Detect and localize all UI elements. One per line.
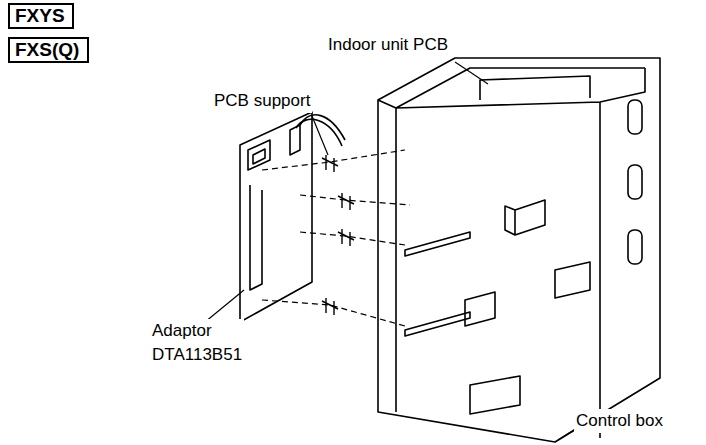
model-tag-box: FXYS bbox=[8, 3, 74, 29]
part-label: PCB support bbox=[212, 89, 312, 113]
panel-hole bbox=[470, 376, 520, 414]
adaptor-part bbox=[248, 140, 270, 170]
adaptor-wire bbox=[300, 115, 345, 140]
support-bracket bbox=[405, 232, 470, 256]
panel-hole bbox=[505, 200, 545, 235]
part-label: Indoor unit PCB bbox=[326, 33, 450, 57]
support-bracket bbox=[405, 312, 470, 336]
pcb-support bbox=[338, 229, 354, 246]
adaptor-board bbox=[240, 112, 312, 322]
panel-hole bbox=[465, 292, 495, 326]
pcb-support bbox=[322, 155, 338, 172]
wall-slot bbox=[628, 230, 642, 264]
pcb-support bbox=[322, 298, 338, 315]
guide-line bbox=[300, 195, 410, 205]
model-tag-box: FXS(Q) bbox=[8, 37, 89, 63]
leader-line bbox=[455, 62, 488, 84]
model-name: FXS(Q) bbox=[15, 40, 82, 60]
part-label: Control box bbox=[574, 409, 665, 433]
wall-slot bbox=[628, 100, 642, 134]
pcb-support bbox=[338, 193, 354, 210]
adaptor-connector bbox=[290, 125, 300, 155]
control-box-rim bbox=[378, 68, 645, 438]
part-label: Adaptor DTA113B51 bbox=[150, 319, 244, 367]
panel-hole bbox=[555, 262, 590, 298]
control-box-outline bbox=[378, 58, 660, 442]
leader-line bbox=[205, 290, 244, 322]
indoor-pcb bbox=[480, 76, 590, 100]
leader-line bbox=[312, 116, 328, 155]
adaptor-part bbox=[250, 185, 262, 290]
model-name: FXYS bbox=[15, 6, 67, 26]
wall-slot bbox=[628, 165, 642, 199]
